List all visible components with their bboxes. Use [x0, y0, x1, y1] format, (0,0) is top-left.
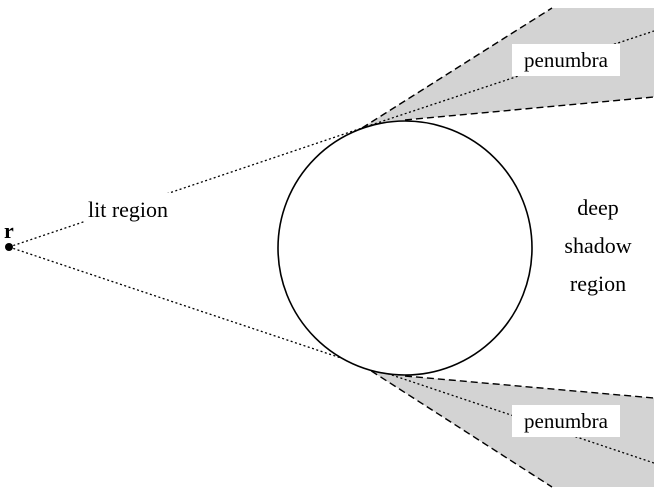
- penumbra-top-inner-boundary: [404, 96, 654, 121]
- point-r-dot: [5, 243, 13, 251]
- ray-bottom-extension: [361, 364, 654, 464]
- penumbra-bottom-wedge: [362, 365, 654, 487]
- occluder-circle: [277, 120, 533, 376]
- penumbra-top-label: penumbra: [524, 48, 609, 72]
- penumbra-bottom-label-bg: [512, 405, 620, 437]
- ray-top: [8, 127, 363, 248]
- penumbra-top-wedge: [362, 8, 654, 128]
- point-r-label: r: [4, 218, 14, 243]
- deep-shadow-label-line2: shadow: [564, 233, 631, 258]
- lit-region-label: lit region: [88, 197, 168, 222]
- penumbra-bottom-outer-boundary: [361, 364, 553, 488]
- lit-region-label-bg: [84, 193, 184, 223]
- penumbra-top-outer-boundary: [361, 7, 553, 129]
- penumbra-bottom-inner-boundary: [404, 375, 654, 399]
- ray-top-extension: [361, 30, 654, 129]
- penumbra-top-label-bg: [512, 44, 620, 76]
- deep-shadow-label-line3: region: [570, 271, 626, 296]
- deep-shadow-label-line1: deep: [577, 195, 619, 220]
- ray-bottom: [8, 246, 363, 366]
- penumbra-bottom-label: penumbra: [524, 409, 609, 433]
